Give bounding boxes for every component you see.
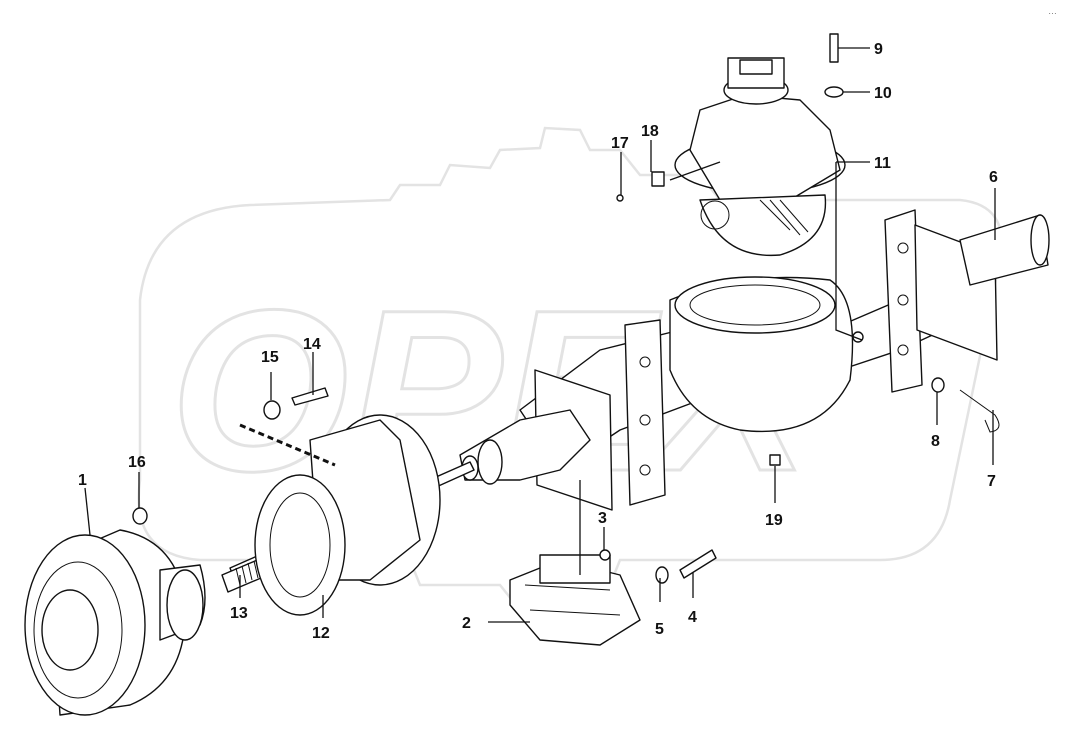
part-labels: 1 2 3 4 5 6 7 8 9 10 11 12 13 14 15 16 1…: [78, 41, 998, 642]
label-part-6: 6: [989, 169, 998, 186]
label-part-17: 17: [611, 135, 629, 152]
label-part-8: 8: [931, 433, 940, 450]
label-part-11: 11: [874, 155, 891, 172]
label-part-14: 14: [303, 336, 321, 353]
label-part-5: 5: [655, 621, 664, 638]
gasket-ring: [254, 474, 346, 616]
fasteners: [132, 33, 1000, 584]
differential-carrier: [674, 57, 846, 257]
wheel-hub-assembly: [24, 529, 206, 716]
label-part-2: 2: [462, 615, 471, 632]
label-part-19: 19: [765, 512, 783, 529]
label-part-16: 16: [128, 454, 146, 471]
leader-lines: [84, 47, 996, 623]
label-part-3: 3: [598, 510, 607, 527]
label-part-10: 10: [874, 85, 892, 102]
label-part-9: 9: [874, 41, 883, 58]
label-part-18: 18: [641, 123, 659, 140]
label-part-15: 15: [261, 349, 279, 366]
label-part-4: 4: [688, 609, 697, 626]
label-part-13: 13: [230, 605, 248, 622]
label-part-12: 12: [312, 625, 330, 642]
reference-dashed-line: [239, 423, 336, 467]
corner-mark: …: [1048, 6, 1057, 16]
axle-housing: [459, 209, 1050, 511]
brake-caliper: [509, 554, 641, 646]
label-part-1: 1: [78, 472, 87, 489]
label-part-7: 7: [987, 473, 996, 490]
